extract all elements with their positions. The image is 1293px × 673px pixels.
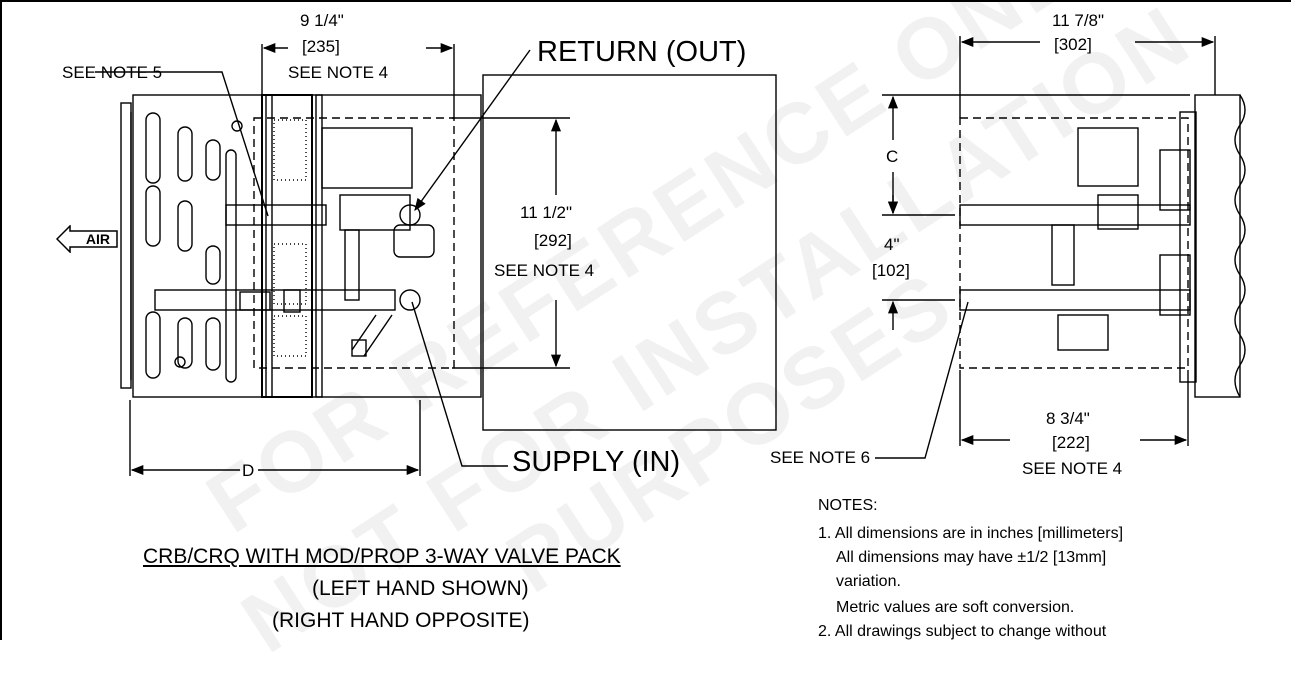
return-label: RETURN (OUT) [537,36,747,68]
note-1b: All dimensions may have ±1/2 [13mm] [836,549,1107,566]
clearance-box [482,74,777,431]
note-1a: 1. All dimensions are in inches [millime… [818,525,1124,542]
drawing-subtitle-right: (RIGHT HAND OPPOSITE) [272,609,530,632]
front-height-mm: [292] [534,231,572,250]
side-spacing-mm: [102] [872,261,910,280]
side-width-mm: [302] [1054,35,1092,54]
see-note-5-label: SEE NOTE 5 [62,63,163,82]
note-1d: Metric values are soft conversion. [836,599,1075,616]
supply-label: SUPPLY (IN) [512,446,681,478]
air-label: AIR [85,231,110,247]
drawing-frame [0,0,1291,640]
side-width-in: 11 7/8" [1052,11,1105,30]
notes-heading: NOTES: [818,497,878,514]
envelope-dashed [253,117,455,369]
front-width-mm: [235] [302,37,340,56]
side-spacing-in: 4" [884,235,900,254]
see-note-6-label: SEE NOTE 6 [770,448,871,467]
side-depth-in: 8 3/4" [1046,409,1090,428]
side-depth-note: SEE NOTE 4 [1022,459,1123,478]
note-1c: variation. [836,573,901,590]
piping-front [154,127,435,357]
front-dim-d: D [242,461,255,480]
front-width-in: 9 1/4" [300,11,344,30]
note-2a: 2. All drawings subject to change withou… [818,623,1107,640]
side-dim-c: C [886,147,899,166]
drawing-title: CRB/CRQ WITH MOD/PROP 3-WAY VALVE PACK [143,545,621,568]
drawing-lines [95,36,1246,476]
front-height-in: 11 1/2" [520,203,573,222]
drawing-subtitle-left: (LEFT HAND SHOWN) [312,577,529,600]
front-height-note: SEE NOTE 4 [494,261,595,280]
front-width-note: SEE NOTE 4 [288,63,389,82]
side-depth-mm: [222] [1052,433,1090,452]
air-direction-arrow: AIR [56,225,118,253]
coil-panel [120,94,482,398]
